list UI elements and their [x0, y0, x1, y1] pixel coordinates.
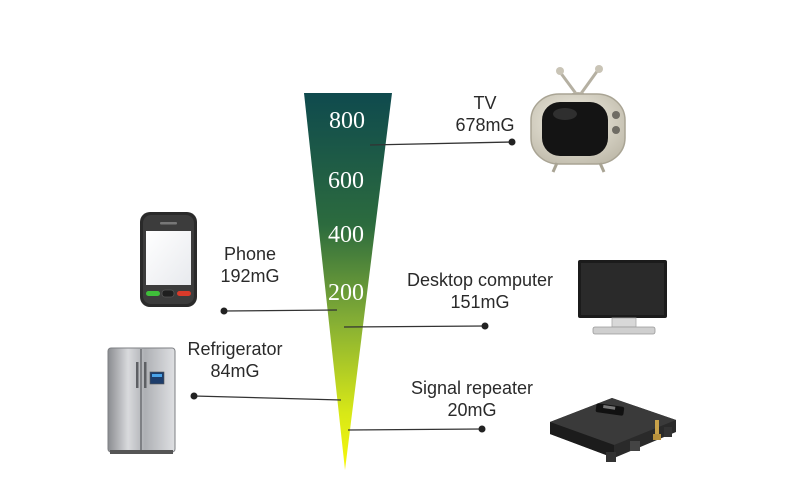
scale-tick-800: 800: [329, 108, 365, 134]
phone-icon: [140, 212, 197, 307]
connector-tv: [369, 138, 516, 146]
device-name: Refrigerator: [187, 339, 283, 359]
device-reading: 192mG: [220, 266, 280, 286]
device-name: Signal repeater: [410, 378, 534, 398]
device-reading: 151mG: [450, 292, 510, 312]
device-name: Phone: [223, 244, 277, 264]
label-desktop: Desktop computer 151mG: [380, 269, 580, 313]
label-tv: TV 678mG: [430, 92, 540, 136]
refrigerator-icon: [107, 347, 176, 454]
connector-phone: [220, 307, 338, 315]
scale-tick-400: 400: [328, 222, 364, 248]
connector-refrigerator: [190, 392, 342, 401]
device-reading: 678mG: [455, 115, 515, 135]
connector-signal-repeater: [347, 425, 486, 433]
device-name: TV: [473, 93, 497, 113]
field-strength-cone: [304, 93, 392, 470]
connector-desktop: [343, 322, 489, 330]
signal-repeater-icon: [550, 398, 676, 462]
label-signal-repeater: Signal repeater 20mG: [382, 377, 562, 421]
scale-tick-600: 600: [328, 168, 364, 194]
label-phone: Phone 192mG: [200, 243, 300, 287]
device-reading: 20mG: [447, 400, 497, 420]
scale-tick-200: 200: [328, 280, 364, 306]
monitor-icon: [578, 260, 667, 335]
tv-icon: [530, 65, 626, 173]
label-refrigerator: Refrigerator 84mG: [165, 338, 305, 382]
device-reading: 84mG: [210, 361, 260, 381]
device-name: Desktop computer: [406, 270, 554, 290]
